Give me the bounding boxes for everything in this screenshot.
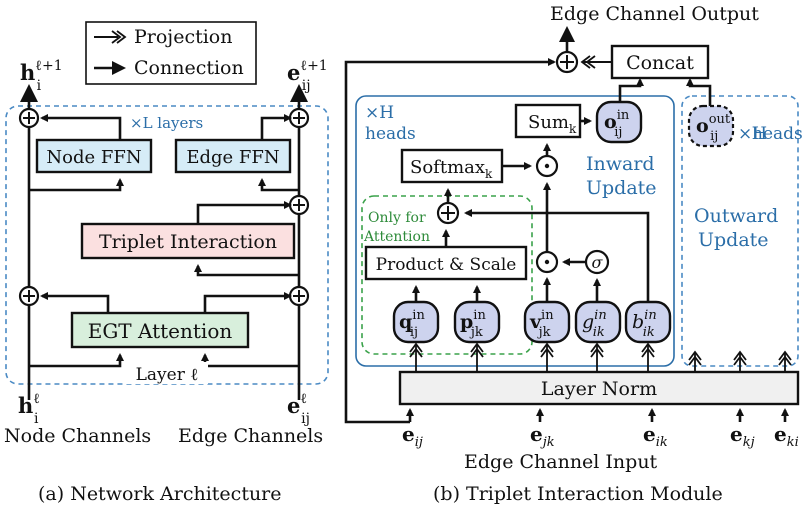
concat-block [610, 44, 710, 80]
edge-ffn-block [174, 138, 292, 174]
output-add [555, 50, 579, 74]
inward-update-box [355, 95, 675, 367]
egt-attention-label: EGT Attention [88, 319, 233, 343]
softmax-label: Softmaxk [410, 157, 493, 181]
connection-arrow-icon [112, 61, 126, 75]
node-channels-label: Node Channels [4, 425, 151, 447]
caption-a: (a) Network Architecture [38, 483, 282, 505]
edge-add-bottom [288, 285, 310, 307]
node-ffn-block [35, 138, 153, 174]
inward-update-label: Update [586, 177, 657, 199]
projection-arrows [409, 342, 792, 372]
edge-input-label: Edge Channel Input [464, 451, 658, 473]
caption-b: (b) Triplet Interaction Module [433, 483, 723, 505]
concat-label: Concat [626, 52, 694, 74]
egt-attention-block [70, 311, 250, 349]
h-output-arrow-icon [20, 84, 38, 102]
node-add-bottom [18, 285, 40, 307]
input-e-jk: ejk [530, 422, 555, 450]
sigma-node: σ [584, 249, 610, 275]
projection-arrow-icon [580, 55, 596, 69]
attention-label: Attention [363, 229, 430, 245]
product-scale-block [364, 245, 528, 281]
sum-label: Sumk [528, 112, 577, 136]
inward-heads-count: ×H [365, 103, 394, 123]
outward-heads-count: ×H [738, 124, 767, 144]
layers-label: ×L layers [130, 114, 203, 132]
triplet-module-panel: Edge Channel Output Concat ×H heads Inwa… [344, 3, 803, 505]
outward-update-label: Update [698, 229, 769, 251]
projection-arrow-icon [111, 30, 127, 44]
multiply-bottom [535, 250, 559, 274]
product-scale-label: Product & Scale [376, 255, 517, 275]
node-add-top [18, 107, 40, 129]
e-output-arrow-icon [290, 84, 308, 102]
outward-heads-label: heads [752, 124, 803, 144]
legend: Projection Connection [85, 21, 257, 85]
edge-output-arrow-icon [559, 26, 575, 42]
layer-norm-block [398, 370, 800, 406]
inward-label: Inward [586, 153, 655, 175]
node-ffn-label: Node FFN [46, 147, 141, 168]
layer-label: Layer ℓ [136, 365, 199, 385]
multiply-top [535, 154, 559, 178]
inward-heads-label: heads [365, 124, 416, 144]
edge-ffn-label: Edge FFN [186, 147, 279, 168]
triplet-interaction-block [80, 222, 296, 260]
input-e-kj: ekj [730, 422, 755, 450]
input-e-ij: eij [402, 422, 423, 450]
legend-projection-label: Projection [134, 26, 232, 48]
input-e-ik: eik [643, 422, 668, 450]
layer-norm-label: Layer Norm [541, 378, 657, 400]
softmax-block [400, 148, 504, 184]
sigma-label: σ [592, 253, 604, 272]
edge-channels-label: Edge Channels [178, 425, 323, 447]
outward-label: Outward [694, 205, 778, 227]
edge-add-mid [288, 194, 310, 216]
input-e-ki: eki [774, 422, 799, 450]
triplet-interaction-label: Triplet Interaction [99, 231, 277, 253]
attention-add [436, 201, 460, 225]
legend-connection-label: Connection [134, 57, 244, 79]
edge-add-top [288, 107, 310, 129]
edge-output-label: Edge Channel Output [550, 3, 759, 25]
only-for-label: Only for [368, 210, 426, 226]
